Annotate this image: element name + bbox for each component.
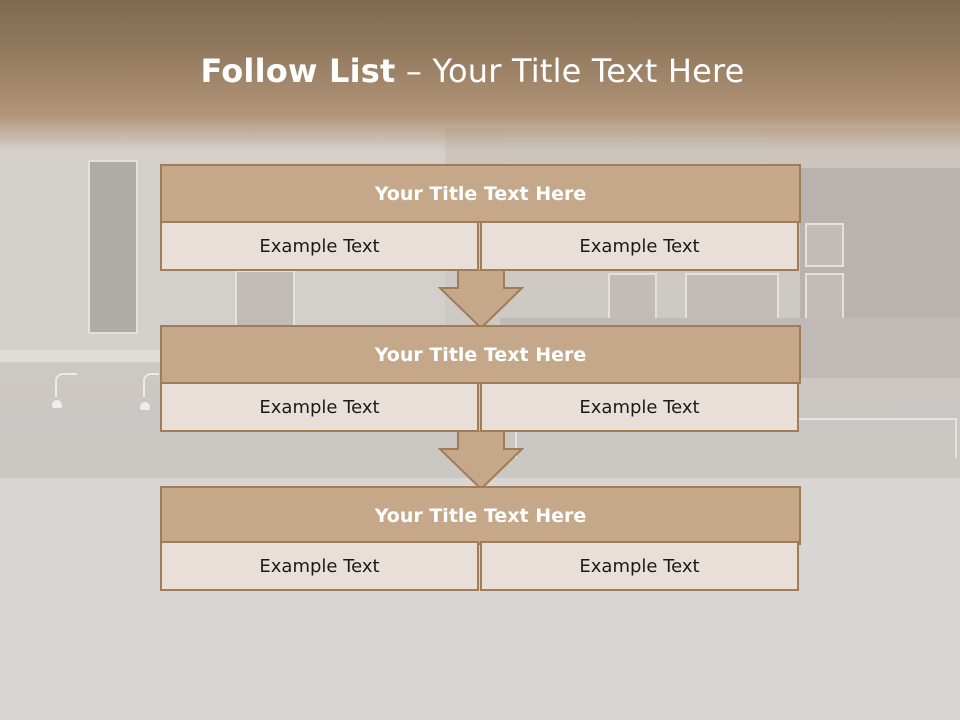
window-left [88, 160, 138, 334]
lamp-arm-right [143, 373, 159, 397]
step-cell-left: Example Text [160, 221, 479, 271]
step-cell-right: Example Text [480, 221, 799, 271]
slide-title-rest: – Your Title Text Here [395, 52, 745, 90]
lamp-icon [52, 400, 62, 408]
down-arrow-icon [438, 431, 524, 491]
lamp-arm-left [55, 373, 77, 397]
step-title: Your Title Text Here [160, 486, 801, 545]
lamp-icon [140, 402, 150, 410]
window-right-1 [805, 223, 844, 267]
window-right-4 [608, 273, 657, 322]
slide-title-bold: Follow List [200, 52, 396, 90]
window-right-3 [685, 273, 779, 322]
step-cell-left: Example Text [160, 382, 479, 432]
header-band [0, 0, 960, 150]
step-cell-right: Example Text [480, 541, 799, 591]
slide-title: Follow List – Your Title Text Here [0, 52, 945, 90]
window-middle [235, 270, 295, 334]
step-title: Your Title Text Here [160, 325, 801, 384]
window-right-2 [805, 273, 844, 322]
down-arrow-icon [438, 270, 524, 330]
step-title: Your Title Text Here [160, 164, 801, 223]
step-cell-left: Example Text [160, 541, 479, 591]
step-cell-right: Example Text [480, 382, 799, 432]
